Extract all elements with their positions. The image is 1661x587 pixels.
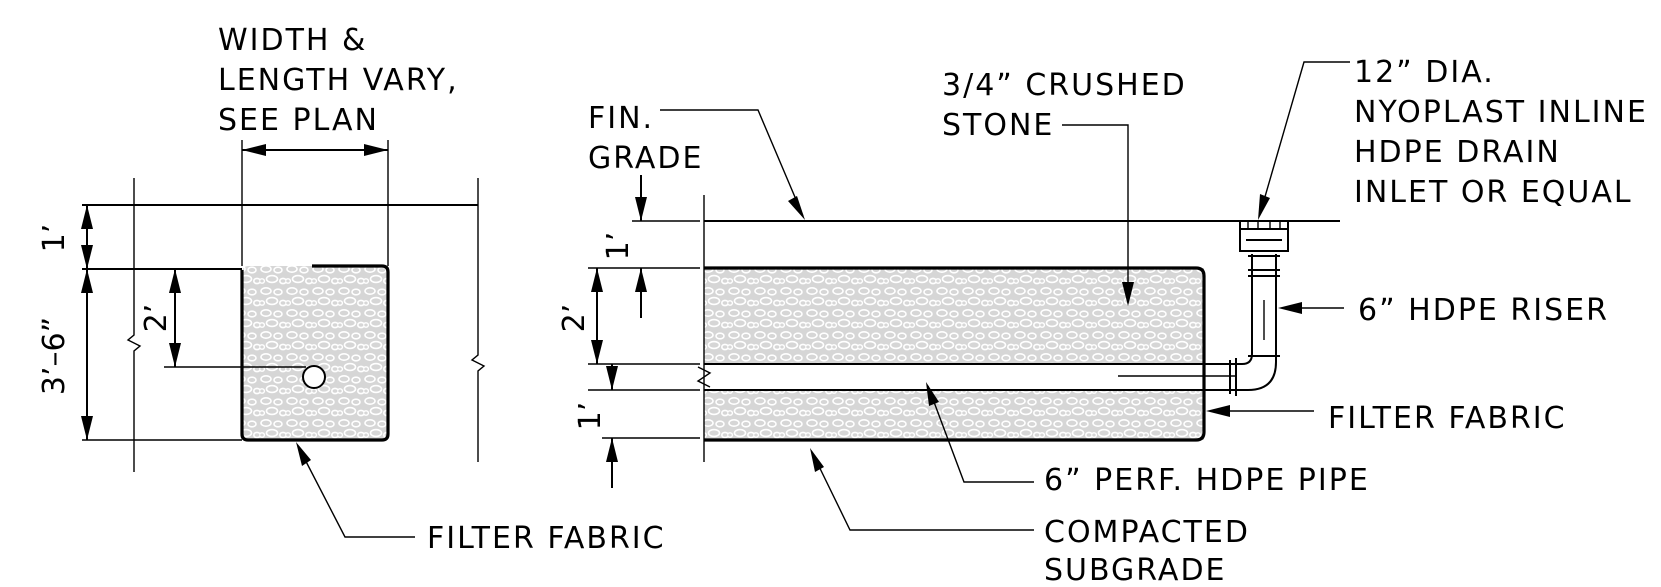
- left-dim-pipe-text: 2’: [139, 304, 174, 333]
- perf-pipe-leader: [927, 385, 1034, 483]
- right-dim-bottom-arrow-top: [606, 366, 618, 390]
- inlet-label-line4: INLET OR EQUAL: [1354, 175, 1633, 210]
- width-arrow-right: [364, 144, 388, 156]
- left-dim-pipe-arrow-bottom: [169, 343, 181, 367]
- left-break-line-right: [470, 178, 486, 462]
- crushed-stone-label-line1: 3/4” CRUSHED: [942, 68, 1187, 103]
- left-dim-1ft-arrow-top: [81, 205, 93, 229]
- left-dim-total-text: 3’–6”: [37, 317, 72, 395]
- inlet-arrow: [1258, 194, 1270, 220]
- left-dim-pipe-arrow-top: [169, 269, 181, 293]
- inlet-label-line2: NYOPLAST INLINE: [1354, 95, 1648, 130]
- fin-grade-label-line2: GRADE: [588, 141, 703, 176]
- right-filter-fabric-arrow: [1206, 405, 1230, 417]
- fin-grade-arrow: [788, 196, 805, 220]
- crushed-stone-label-line2: STONE: [942, 108, 1054, 143]
- right-filter-fabric-label: FILTER FABRIC: [1328, 401, 1567, 436]
- right-dim-bottom-arrow-bottom: [606, 438, 618, 462]
- left-dim-total-arrow-top: [81, 269, 93, 293]
- left-stone-fill: [242, 266, 388, 440]
- right-dim-pipe-arrow-bottom: [591, 340, 603, 364]
- subgrade-arrow: [810, 448, 824, 472]
- right-stone-lower: [704, 390, 1204, 440]
- drain-inlet: [1239, 220, 1289, 252]
- left-filter-fabric-arrow: [296, 442, 311, 466]
- width-length-label-line1: WIDTH &: [218, 23, 367, 58]
- right-section: 1’ 2’ 1’ FIN. GRADE 3/4” CRUSHED STONE 1…: [557, 55, 1648, 587]
- subgrade-leader: [811, 451, 1034, 531]
- inlet-label-line3: HDPE DRAIN: [1354, 135, 1561, 170]
- right-dim-pipe-arrow-top: [591, 268, 603, 292]
- width-length-label-line3: SEE PLAN: [218, 103, 379, 138]
- left-filter-fabric-label: FILTER FABRIC: [427, 521, 666, 556]
- right-dim-1ft-arrow-bottom: [635, 268, 647, 292]
- fin-grade-label-line1: FIN.: [588, 101, 654, 136]
- subgrade-label-line2: SUBGRADE: [1044, 553, 1227, 587]
- right-dim-pipe-text: 2’: [557, 304, 592, 333]
- right-filter-fabric-outline: [704, 266, 1206, 442]
- riser-pipe: [1229, 250, 1280, 396]
- left-dim-total-arrow-bottom: [81, 416, 93, 440]
- crushed-stone-arrow: [1122, 282, 1134, 306]
- right-stone-upper: [704, 268, 1204, 364]
- inlet-leader: [1259, 61, 1350, 215]
- subgrade-label-line1: COMPACTED: [1044, 515, 1250, 550]
- left-section: 1’ 3’–6” 2’ WIDTH & LENGTH VARY, SEE PLA…: [37, 23, 666, 556]
- crushed-stone-leader: [1062, 124, 1129, 302]
- right-dim-1ft-text: 1’: [601, 232, 636, 261]
- inlet-label-line1: 12” DIA.: [1354, 55, 1495, 90]
- left-dim-1ft-text: 1’: [37, 224, 72, 253]
- left-filter-fabric-outline: [240, 264, 390, 442]
- width-length-label-line2: LENGTH VARY,: [218, 63, 459, 98]
- left-dim-1ft-arrow-bottom: [81, 245, 93, 269]
- perf-pipe-label: 6” PERF. HDPE PIPE: [1044, 463, 1370, 498]
- riser-arrow: [1278, 302, 1302, 314]
- left-pipe-circle: [302, 365, 326, 389]
- width-arrow-left: [242, 144, 266, 156]
- left-filter-fabric-leader: [297, 445, 415, 538]
- riser-label: 6” HDPE RISER: [1358, 293, 1609, 328]
- fin-grade-leader: [660, 109, 804, 217]
- right-break-mark: [696, 366, 712, 388]
- right-dim-1ft-arrow-top: [635, 197, 647, 221]
- left-break-line-left: [126, 178, 142, 472]
- right-dim-bottom-text: 1’: [573, 402, 608, 431]
- perf-pipe-arrow: [926, 382, 939, 406]
